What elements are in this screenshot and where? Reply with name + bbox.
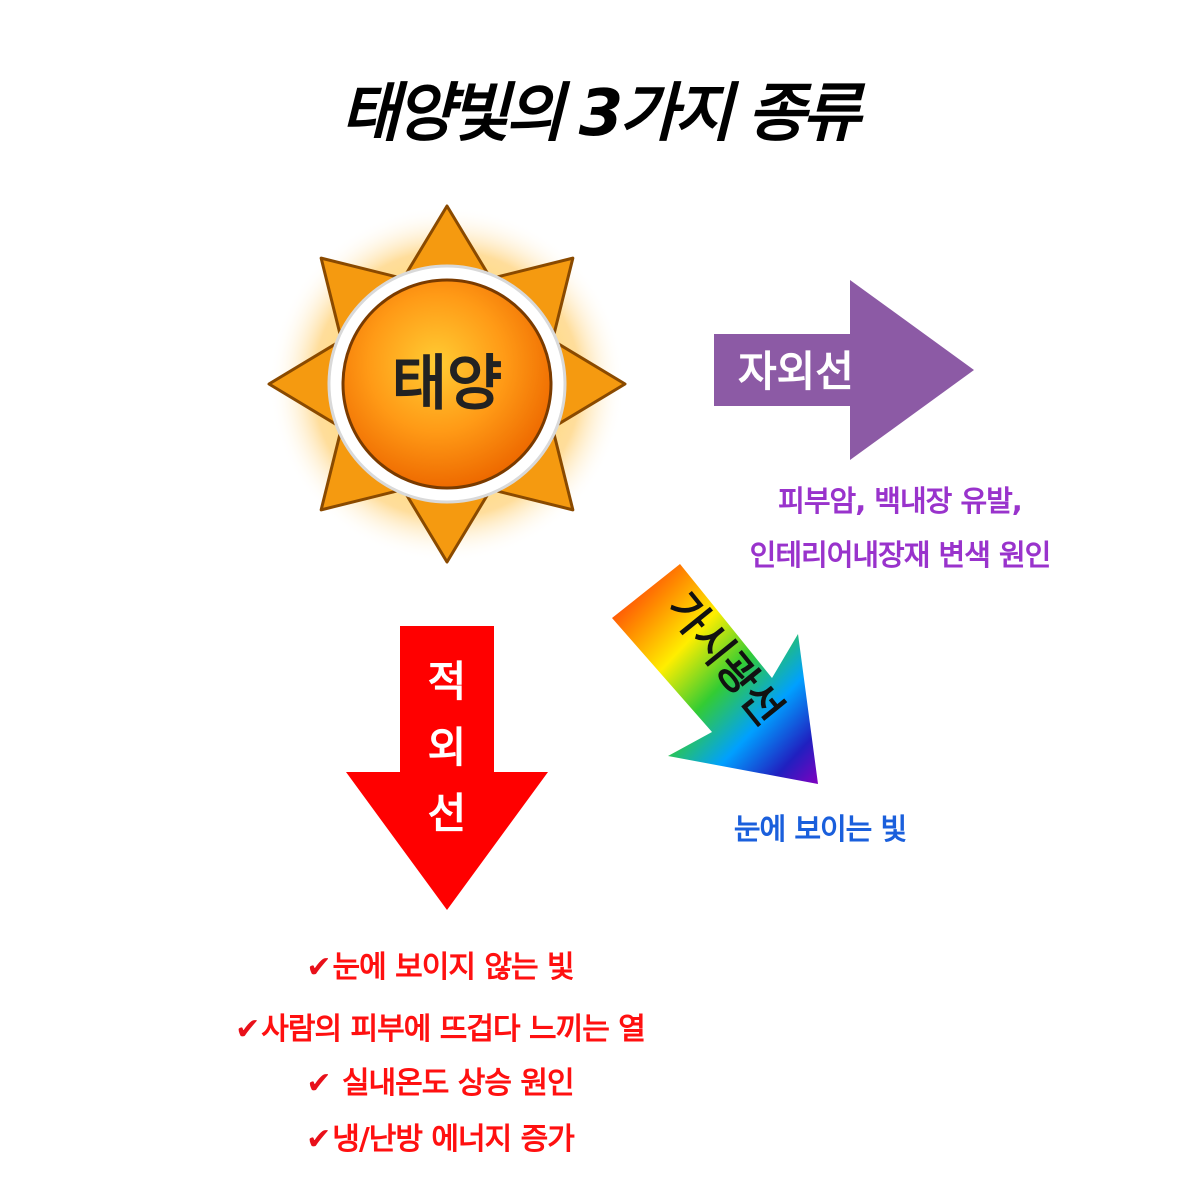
uv-desc-line-1: 피부암, 백내장 유발, [778, 484, 1023, 518]
ir-item: ✔눈에 보이지 않는 빛 [306, 950, 574, 985]
checkmark-icon: ✔ [306, 1066, 331, 1101]
uv-arrow: 자외선 [714, 280, 974, 460]
page-title: 태양빛의 3가지 종류 [340, 77, 861, 151]
visible-light-arrow: 가시광선 [612, 564, 818, 784]
checkmark-icon: ✔ [235, 1012, 260, 1047]
ir-item: ✔냉/난방 에너지 증가 [306, 1122, 575, 1157]
uv-label: 자외선 [738, 347, 854, 396]
visible-light-desc: 눈에 보이는 빛 [733, 812, 907, 846]
ir-arrow: 적 외 선 [346, 626, 548, 910]
uv-desc-line-2: 인테리어내장재 변색 원인 [749, 538, 1052, 572]
checkmark-icon: ✔ [306, 1122, 331, 1157]
ir-label-char-1: 적 [428, 657, 467, 706]
ir-item: ✔사람의 피부에 뜨겁다 느끼는 열 [235, 1012, 646, 1047]
ir-label-char-2: 외 [428, 723, 467, 772]
checkmark-icon: ✔ [306, 950, 331, 985]
ir-label-char-3: 선 [428, 789, 467, 838]
sun-icon: 태양 [267, 204, 627, 564]
ir-item: ✔ 실내온도 상승 원인 [306, 1066, 574, 1101]
sun-label: 태양 [392, 349, 502, 419]
